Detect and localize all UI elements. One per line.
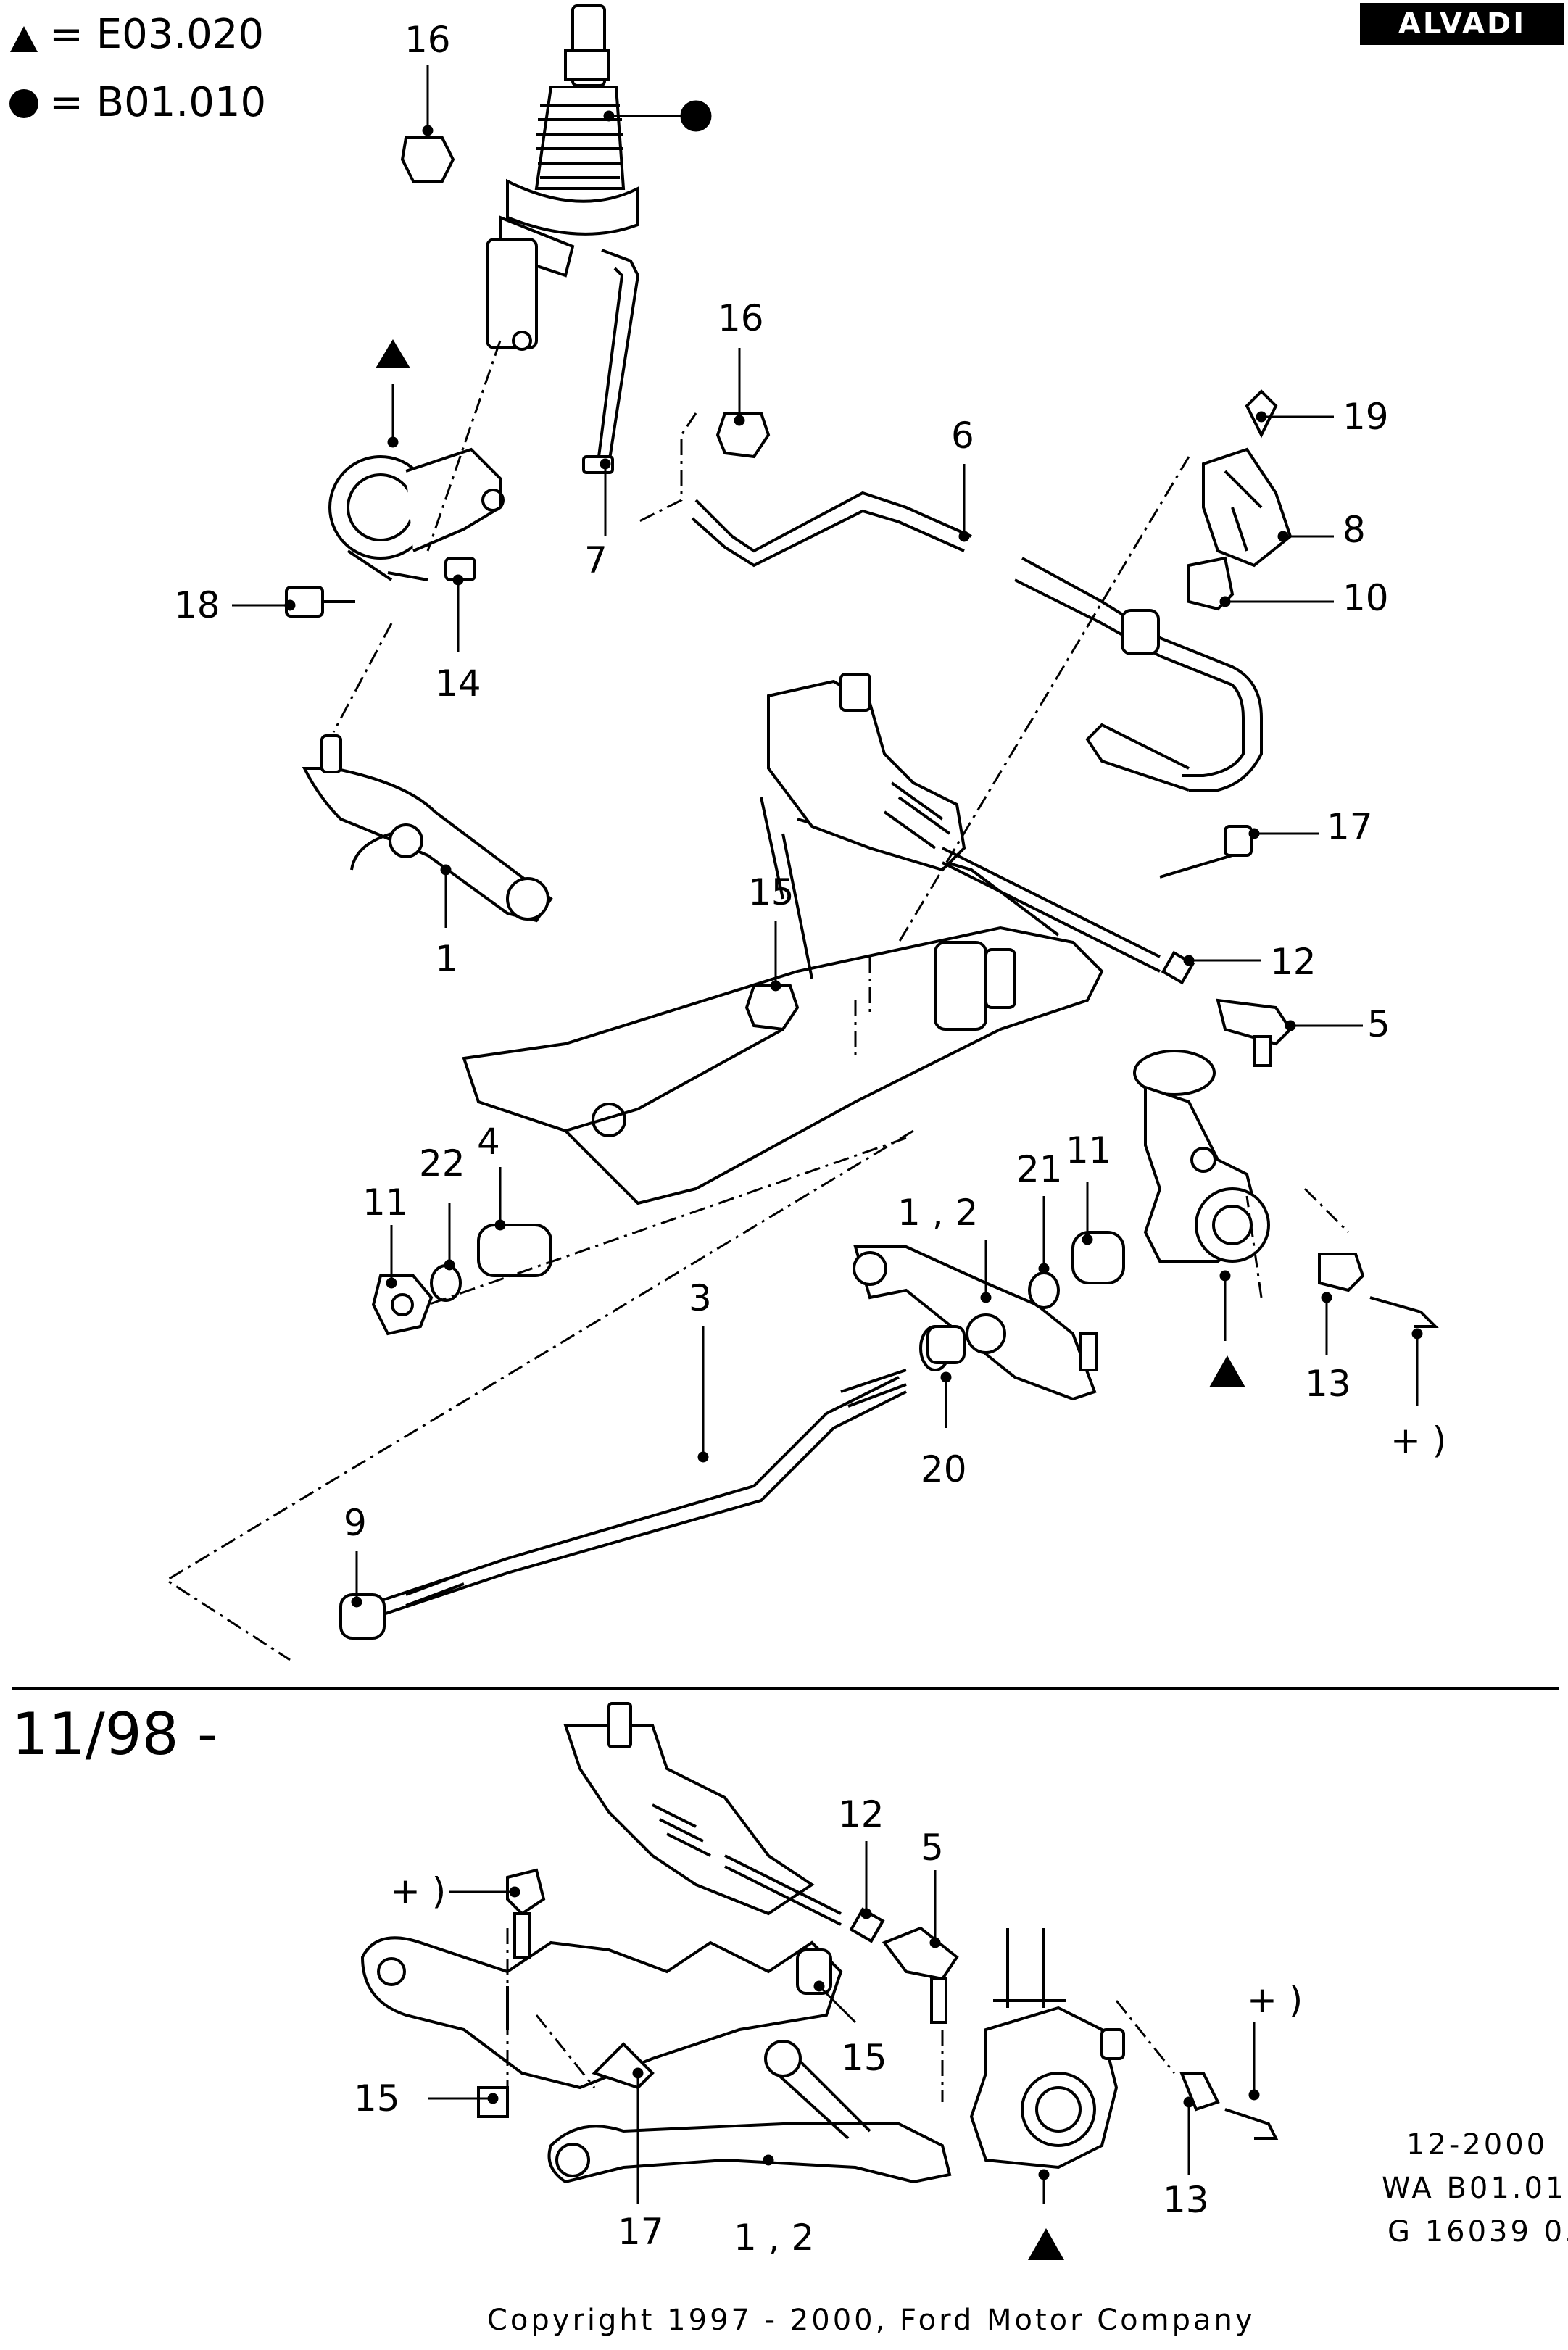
part-label: 11	[362, 1182, 409, 1224]
part-label: 22	[419, 1142, 465, 1184]
part-label: 1	[435, 938, 458, 980]
nuts	[285, 136, 800, 1031]
arm-bushings	[371, 1224, 1125, 1336]
part-label: 14	[435, 663, 481, 705]
legend-triangle-text: = E03.020	[49, 11, 264, 58]
legend: = E03.020 = B01.010	[9, 11, 266, 126]
steering-knuckle	[1133, 1050, 1270, 1263]
part-label: 15	[354, 2077, 400, 2119]
part-label: 6	[951, 415, 974, 457]
part-labels-top: 16 16 6 19 8 10 7 18 14 1 17 15 12 5 4 2…	[174, 19, 1446, 1544]
triangle-symbol	[10, 26, 38, 52]
leader-lines-bottom	[428, 1841, 1260, 2260]
part-label: + )	[1390, 1419, 1446, 1461]
footer-section-code: WA B01.01	[1382, 2172, 1567, 2205]
part-label: + )	[1247, 1979, 1303, 2021]
stabilizer-bushings	[1187, 389, 1293, 611]
section-label: 11/98 -	[12, 1701, 218, 1768]
part-labels-bottom: 12 5 + ) + ) 15 15 17 1 , 2 13	[354, 1793, 1303, 2259]
part-label: 16	[405, 19, 451, 61]
part-label: 12	[838, 1793, 884, 1835]
part-label: 3	[689, 1277, 712, 1319]
part-label: 13	[1305, 1363, 1351, 1405]
tie-rod-end	[1159, 825, 1293, 1067]
footer-illustration-code: G 16039 03	[1387, 2215, 1568, 2249]
footer-date: 12-2000	[1406, 2128, 1548, 2162]
part-label: 5	[1367, 1003, 1390, 1045]
part-label: + )	[390, 1870, 446, 1912]
footer-codes: 12-2000 WA B01.01 G 16039 03	[1382, 2128, 1568, 2249]
circle-symbol	[9, 89, 38, 118]
guide-lines	[165, 340, 1350, 1661]
part-label: 15	[748, 871, 795, 913]
tension-strut	[339, 1325, 966, 1640]
stabilizer-link	[582, 249, 640, 474]
copyright: Copyright 1997 - 2000, Ford Motor Compan…	[487, 2304, 1256, 2337]
part-label: 12	[1270, 941, 1316, 983]
guide-lines-bottom	[506, 1928, 1176, 2102]
part-label: 17	[1327, 806, 1373, 848]
lower-arm-top	[302, 734, 553, 923]
part-label: 20	[921, 1448, 967, 1490]
part-label: 10	[1343, 577, 1389, 619]
castle-nut	[1318, 1253, 1439, 1328]
part-label: 21	[1016, 1148, 1063, 1190]
part-label: 1 , 2	[897, 1192, 978, 1234]
part-label: 8	[1343, 509, 1366, 551]
part-label: 15	[841, 2037, 887, 2079]
steering-rack	[767, 673, 1161, 1031]
strut-mount	[328, 447, 505, 581]
part-label: 4	[477, 1121, 500, 1163]
part-label: 7	[584, 539, 607, 581]
leader-lines-top	[232, 65, 1423, 1608]
brand-logo: ALVADI	[1360, 3, 1564, 45]
stabilizer-bar	[691, 491, 1263, 792]
part-label: 5	[921, 1827, 944, 1869]
part-label: 16	[718, 297, 764, 339]
strut-assembly	[486, 4, 639, 351]
part-label: 11	[1066, 1129, 1112, 1171]
part-label: 9	[344, 1502, 367, 1544]
part-label: 13	[1163, 2179, 1209, 2221]
part-label: 17	[618, 2211, 664, 2253]
part-label: 1 , 2	[734, 2217, 814, 2259]
legend-circle-text: = B01.010	[49, 79, 266, 126]
bottom-illustration	[360, 1702, 1279, 2184]
top-illustration	[285, 4, 1439, 1640]
part-label: 18	[174, 584, 220, 626]
part-label: 19	[1343, 396, 1389, 438]
